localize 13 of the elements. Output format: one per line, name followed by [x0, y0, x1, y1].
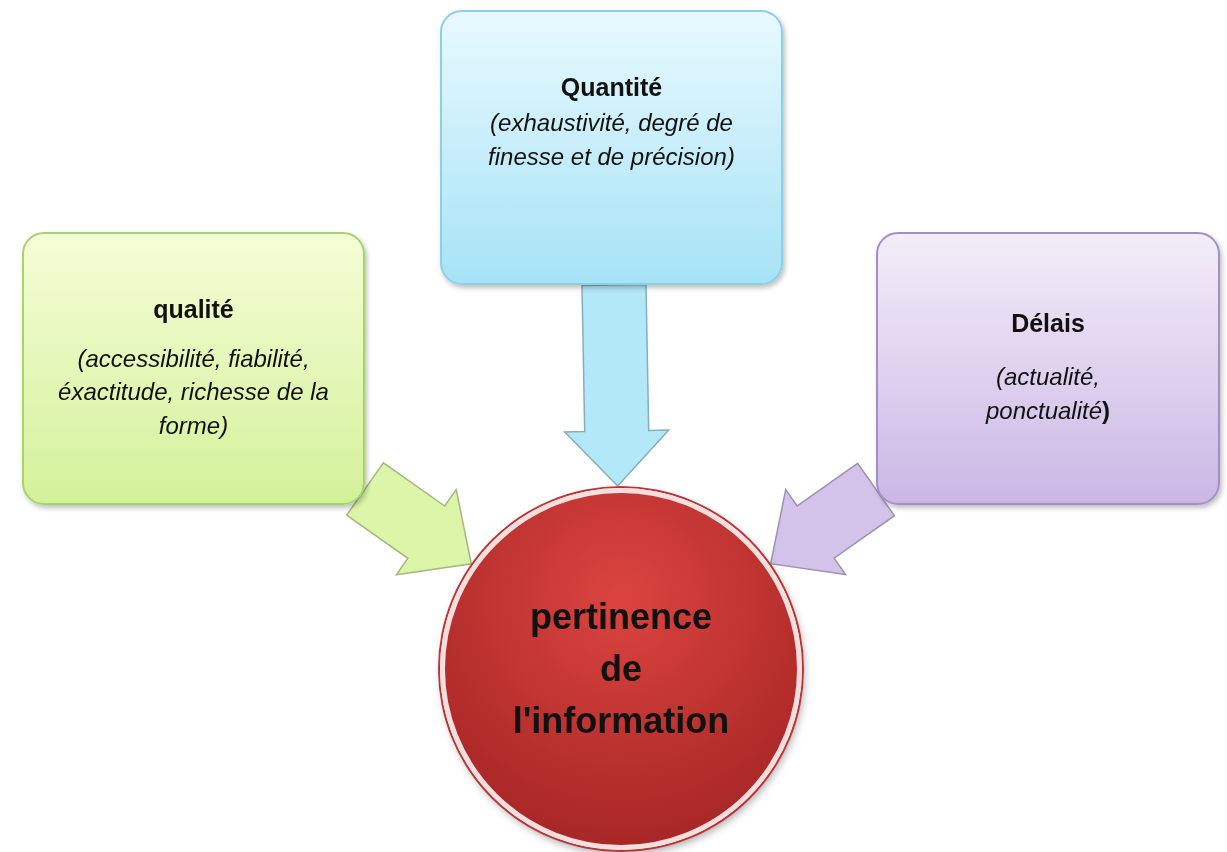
rounded-box — [440, 10, 783, 285]
block-arrow — [345, 461, 473, 576]
rounded-box — [876, 232, 1220, 505]
rounded-box — [22, 232, 365, 505]
block-arrow — [769, 462, 896, 576]
box-heading: qualité — [153, 294, 234, 324]
box-heading: Quantité — [560, 73, 663, 103]
box-description: (exhaustivité, degré de finesse et de précision) — [487, 108, 736, 172]
node-title: pertinence de l'information — [511, 594, 731, 744]
box-heading: Délais — [1011, 309, 1085, 339]
box-description: (actualité, ponctualité) — [984, 362, 1112, 426]
box-description: (accessibilité, fiabilité, éxactitude, richesse de la forme) — [57, 343, 330, 441]
block-arrow — [562, 283, 671, 488]
